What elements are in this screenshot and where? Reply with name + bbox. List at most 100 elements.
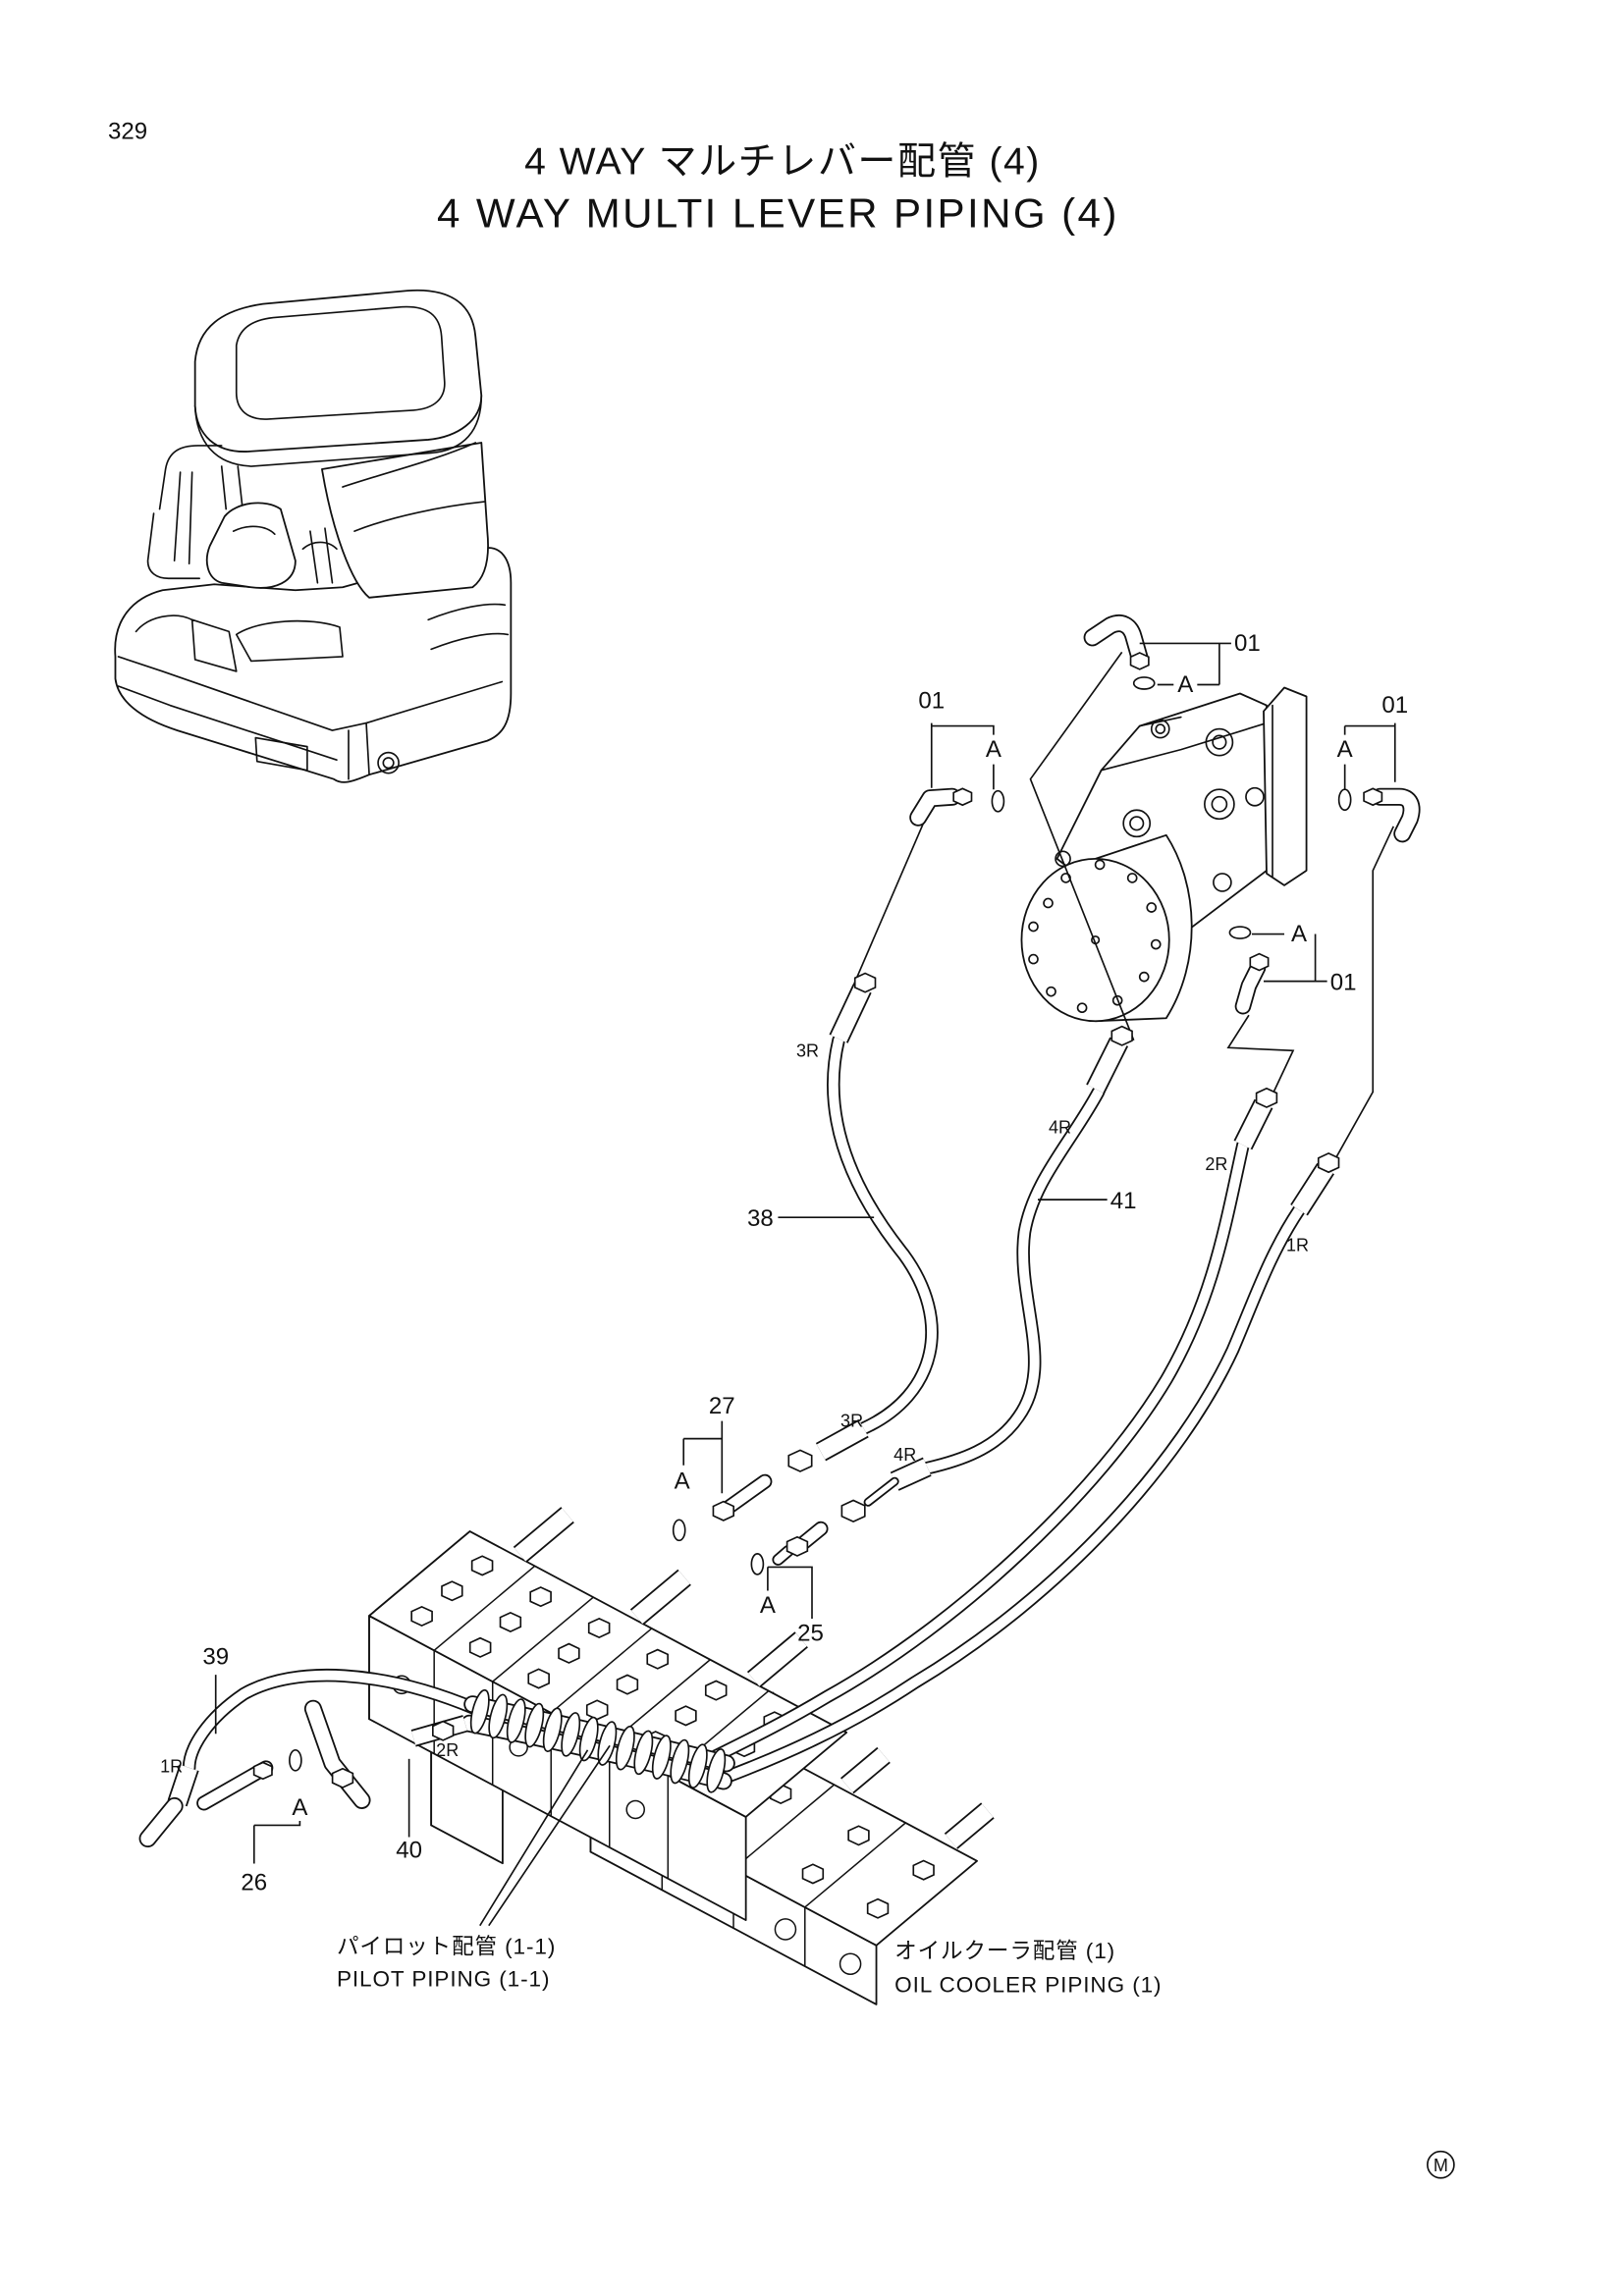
hex-nut bbox=[712, 1500, 735, 1522]
valve-port bbox=[625, 1799, 645, 1820]
callout-38: 38 bbox=[747, 1205, 774, 1232]
o-ring-lower bbox=[1228, 926, 1252, 939]
hose-clamp-ring bbox=[633, 1730, 654, 1776]
hex-nut bbox=[587, 1617, 611, 1639]
callout-a-top: A bbox=[1177, 671, 1193, 698]
hose-mark-2r-top: 2R bbox=[1205, 1154, 1227, 1174]
hose-mark-3r-bottom: 3R bbox=[840, 1412, 863, 1431]
hex-nut bbox=[646, 1648, 669, 1670]
hex-nut bbox=[470, 1555, 494, 1576]
pilot-piping-label-jp: パイロット配管 (1-1) bbox=[337, 1934, 556, 1958]
hex-nut bbox=[840, 1499, 866, 1523]
hex-nut bbox=[585, 1699, 609, 1721]
hydraulic-motor-assembly bbox=[1020, 686, 1308, 1023]
hose-clamp-ring bbox=[506, 1698, 526, 1743]
page-title-japanese: 4 WAY マルチレバー配管 (4) bbox=[524, 140, 1041, 183]
hose-mark-4r-bottom: 4R bbox=[893, 1445, 916, 1465]
valve-port bbox=[839, 1952, 862, 1976]
valve-port bbox=[774, 1918, 797, 1941]
pilot-piping-reference: パイロット配管 (1-1) PILOT PIPING (1-1) bbox=[337, 1934, 556, 1991]
hose-fitting-2r-top bbox=[1233, 1098, 1273, 1150]
hose-clamp-ring bbox=[561, 1712, 581, 1757]
hose-38-3r bbox=[827, 1034, 939, 1435]
hose-clamp-ring bbox=[469, 1688, 490, 1735]
hose-clamp-ring bbox=[488, 1693, 509, 1739]
pilot-piping-label-en: PILOT PIPING (1-1) bbox=[337, 1966, 550, 1991]
callout-26: 26 bbox=[241, 1870, 267, 1896]
callout-a-25: A bbox=[760, 1592, 776, 1619]
hex-nut bbox=[853, 972, 877, 993]
oil-cooler-piping-reference: オイルクーラ配管 (1) OIL COOLER PIPING (1) bbox=[894, 1939, 1161, 1998]
o-ring-top bbox=[1132, 676, 1156, 690]
hex-nut bbox=[704, 1680, 728, 1701]
hex-nut bbox=[1249, 952, 1270, 972]
hex-nut bbox=[1110, 1025, 1133, 1046]
hose-1r bbox=[717, 1202, 1306, 1786]
valve-spool bbox=[944, 1802, 995, 1849]
callout-39: 39 bbox=[202, 1644, 229, 1671]
callout-01-left: 01 bbox=[918, 688, 945, 715]
elbow-fitting-01-right bbox=[1371, 787, 1421, 843]
hose-41-4r bbox=[920, 1085, 1106, 1475]
elbow-25-tail bbox=[772, 1544, 794, 1566]
hose-clamp-ring bbox=[615, 1725, 635, 1771]
elbow-fitting-01-lower bbox=[1234, 959, 1267, 1015]
elbow-fitting-01-left bbox=[909, 787, 961, 827]
fitting-40 bbox=[303, 1699, 371, 1809]
corner-mark: M bbox=[1427, 2150, 1455, 2179]
hex-nut bbox=[787, 1449, 813, 1472]
hex-nut bbox=[912, 1859, 935, 1881]
hose-fitting-3r-top bbox=[829, 984, 872, 1043]
callout-01-top: 01 bbox=[1234, 630, 1261, 657]
hex-nut bbox=[1363, 787, 1383, 807]
hex-nut bbox=[1255, 1087, 1278, 1108]
hex-nut bbox=[431, 1720, 455, 1741]
hose-clamp-ring bbox=[651, 1735, 672, 1780]
callout-41: 41 bbox=[1110, 1188, 1137, 1214]
o-ring-27 bbox=[672, 1519, 686, 1542]
elbow-fitting-01-top bbox=[1083, 614, 1149, 667]
hose-fitting-1r-top bbox=[1290, 1162, 1334, 1216]
callout-a-26: A bbox=[292, 1794, 307, 1821]
hose-fitting-3r-bottom bbox=[815, 1418, 869, 1462]
callout-40: 40 bbox=[396, 1838, 422, 1864]
hose-mark-1r-bottom: 1R bbox=[160, 1756, 183, 1776]
valve-spool bbox=[746, 1631, 808, 1688]
hose-clamp-ring bbox=[687, 1743, 708, 1789]
hose-clamp-ring bbox=[578, 1716, 599, 1762]
hose-fitting-4r-tube bbox=[863, 1476, 899, 1507]
o-ring-right bbox=[1337, 788, 1352, 812]
hex-nut bbox=[616, 1674, 639, 1695]
callout-01-right: 01 bbox=[1381, 692, 1408, 719]
motor-ports bbox=[1055, 719, 1265, 892]
hose-39-1r bbox=[182, 1668, 483, 1775]
hose-end-marks: 3R 4R 2R 1R 3R 4R 1R 2R bbox=[160, 1041, 1309, 1776]
hex-nut bbox=[468, 1636, 492, 1658]
hose-mark-3r-top: 3R bbox=[796, 1041, 819, 1060]
machine-overview-illustration bbox=[114, 289, 513, 783]
corner-mark-letter: M bbox=[1434, 2156, 1448, 2175]
hex-nut bbox=[441, 1580, 463, 1602]
hex-nut bbox=[785, 1535, 809, 1557]
section-line bbox=[492, 1596, 594, 1682]
callout-a-right: A bbox=[1337, 736, 1353, 763]
callout-a-lower: A bbox=[1291, 921, 1307, 947]
fitting-layer bbox=[138, 614, 1421, 1848]
hex-nut bbox=[527, 1668, 550, 1689]
section-line bbox=[804, 1822, 906, 1908]
o-ring-26 bbox=[289, 1748, 302, 1772]
hose-clamp-ring bbox=[670, 1738, 690, 1785]
elbow-25 bbox=[796, 1521, 829, 1550]
section-line bbox=[732, 1784, 836, 1870]
hose-mark-1r-top: 1R bbox=[1286, 1236, 1309, 1255]
hose-2r bbox=[709, 1138, 1250, 1763]
valve-spool bbox=[629, 1569, 691, 1626]
hex-nut bbox=[1129, 652, 1150, 670]
leader-lines bbox=[214, 642, 1396, 1927]
hose-clamp-ring bbox=[597, 1721, 618, 1766]
hose-layer bbox=[182, 1034, 1306, 1793]
hose-fitting-4r-top bbox=[1086, 1037, 1129, 1095]
hex-nut bbox=[499, 1611, 522, 1633]
callout-labels: 01 A 01 A 01 A A 01 38 41 27 A 25 A 39 2… bbox=[202, 630, 1408, 1896]
page-number: 329 bbox=[108, 118, 147, 144]
